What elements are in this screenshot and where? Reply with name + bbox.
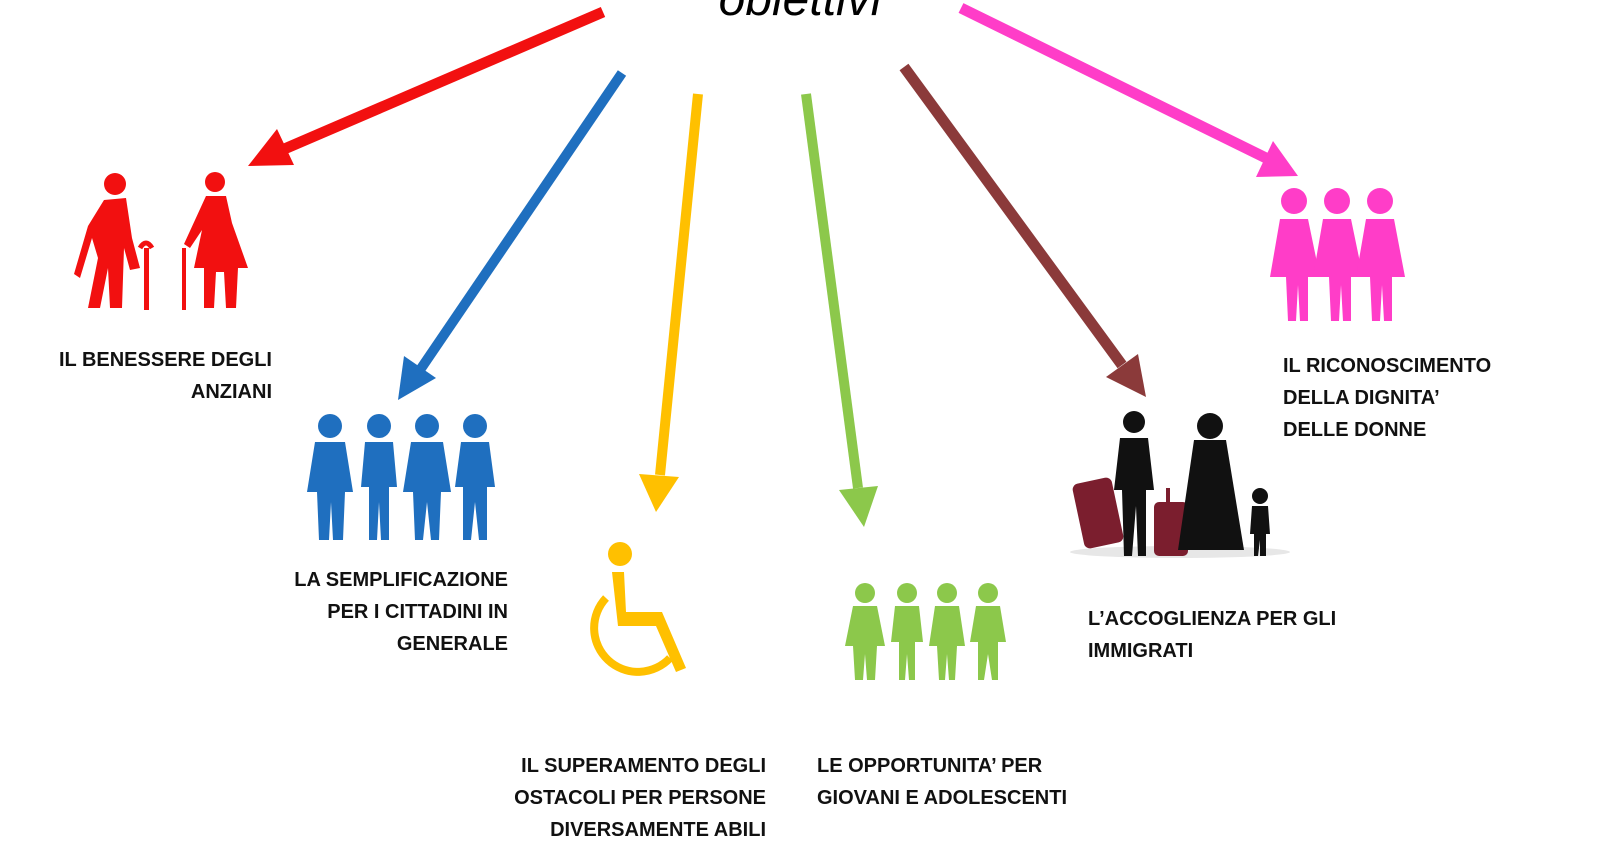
arrow-anziani [248, 6, 606, 166]
label-immigrati-line-1: L’ACCOGLIENZA PER GLI [1088, 608, 1337, 630]
label-cittadini-line-2: PER I CITTADINI IN [327, 601, 508, 623]
label-immigrati-line-2: IMMIGRATI [1088, 640, 1194, 662]
label-donne-line-3: DELLE DONNE [1283, 419, 1427, 441]
immigrant-family-icon [1070, 411, 1290, 558]
diagram-title: obiettivi [620, 0, 980, 30]
label-anziani: IL BENESSERE DEGLI ANZIANI [0, 344, 272, 408]
label-giovani-line-2: GIOVANI E ADOLESCENTI [817, 787, 1068, 809]
women-group-icon [1270, 188, 1405, 321]
arrow-disabili [639, 93, 703, 512]
label-disabili-line-3: DIVERSAMENTE ABILI [550, 819, 766, 841]
label-anziani-line-2: ANZIANI [190, 381, 272, 403]
arrow-donne [958, 3, 1298, 177]
arrow-cittadini [398, 70, 627, 400]
youth-group-icon [845, 583, 1006, 680]
label-donne-line-1: IL RICONOSCIMENTO [1283, 355, 1492, 377]
label-donne: IL RICONOSCIMENTO DELLA DIGNITA’ DELLE D… [1283, 350, 1583, 446]
label-giovani-line-1: LE OPPORTUNITA’ PER [817, 755, 1043, 777]
label-disabili-line-1: IL SUPERAMENTO DEGLI [521, 755, 766, 777]
label-anziani-line-1: IL BENESSERE DEGLI [58, 349, 272, 371]
arrow-immigrati [899, 63, 1146, 397]
label-donne-line-2: DELLA DIGNITA’ [1283, 387, 1440, 409]
label-cittadini-line-3: GENERALE [396, 633, 508, 655]
elderly-couple-icon [74, 172, 248, 310]
label-giovani: LE OPPORTUNITA’ PER GIOVANI E ADOLESCENT… [817, 750, 1177, 814]
label-disabili: IL SUPERAMENTO DEGLI OSTACOLI PER PERSON… [400, 750, 766, 846]
citizens-group-icon [307, 414, 495, 540]
label-disabili-line-2: OSTACOLI PER PERSONE [514, 787, 766, 809]
label-cittadini-line-1: LA SEMPLIFICAZIONE [294, 569, 508, 591]
label-immigrati: L’ACCOGLIENZA PER GLI IMMIGRATI [1088, 603, 1428, 667]
label-cittadini: LA SEMPLIFICAZIONE PER I CITTADINI IN GE… [200, 564, 508, 660]
arrow-giovani [801, 93, 878, 527]
wheelchair-icon [590, 542, 686, 676]
